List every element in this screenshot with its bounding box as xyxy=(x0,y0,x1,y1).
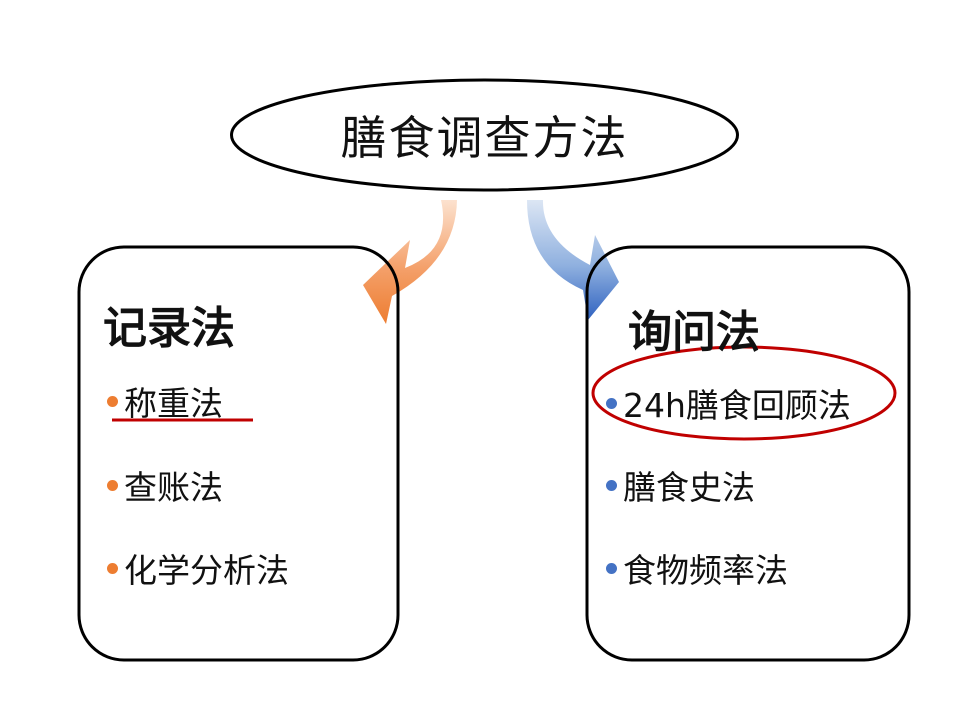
bullet-dot xyxy=(107,562,118,574)
title-ellipse xyxy=(230,78,739,192)
right-item-label: 食物频率法 xyxy=(623,551,788,590)
right-box xyxy=(585,245,911,662)
bullet-dot xyxy=(107,395,118,407)
left-item-label: 称重法 xyxy=(124,384,223,423)
right-item-2: 膳食史法 xyxy=(606,461,755,509)
highlight-ellipse xyxy=(591,345,897,441)
left-item-1: 称重法 xyxy=(107,377,223,425)
bullet-dot xyxy=(606,562,617,574)
diagram-title: 膳食调查方法 xyxy=(340,111,629,165)
left-item-2: 查账法 xyxy=(107,461,223,509)
left-item-3: 化学分析法 xyxy=(107,544,289,592)
left-arrow xyxy=(363,200,457,324)
right-heading: 询问法 xyxy=(628,307,760,358)
bullet-dot xyxy=(606,479,617,491)
right-arrow xyxy=(527,200,619,320)
left-box xyxy=(77,245,400,662)
right-item-label: 24h膳食回顾法 xyxy=(623,386,851,425)
right-item-label: 膳食史法 xyxy=(623,468,755,507)
bullet-dot xyxy=(606,397,617,409)
right-item-3: 食物频率法 xyxy=(606,544,788,592)
left-item-label: 化学分析法 xyxy=(124,551,289,590)
right-item-1: 24h膳食回顾法 xyxy=(606,379,851,427)
left-heading: 记录法 xyxy=(103,303,235,354)
bullet-dot xyxy=(107,479,118,491)
left-item-label: 查账法 xyxy=(124,468,223,507)
